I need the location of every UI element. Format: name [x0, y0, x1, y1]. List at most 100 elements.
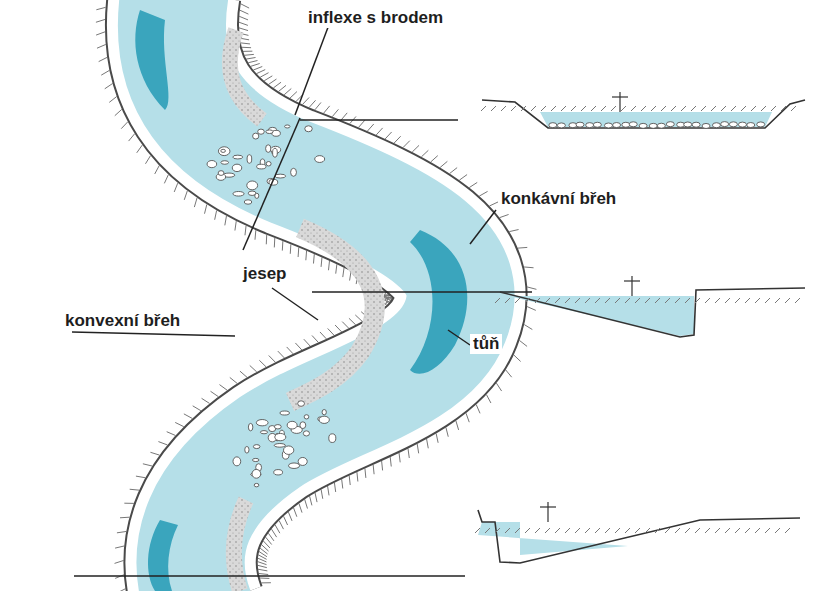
bank-hatch: [115, 546, 124, 548]
bank-hatch: [241, 43, 250, 44]
bank-hatch: [96, 7, 105, 9]
bank-hatch: [321, 257, 323, 266]
ground-hatch: [715, 298, 720, 303]
bank-hatch: [342, 479, 343, 488]
bank-hatch: [136, 476, 145, 478]
gravel-stone: [218, 147, 230, 156]
bank-hatch: [230, 377, 237, 383]
bank-hatch: [145, 156, 150, 164]
ground-hatch: [685, 528, 690, 533]
gravel-stone: [287, 421, 297, 429]
gravel-stone: [245, 446, 249, 453]
bank-hatch: [305, 251, 307, 260]
gravel-stone: [254, 483, 259, 486]
gravel-stone: [280, 411, 289, 415]
bank-hatch: [150, 452, 159, 455]
gravel-stone: [233, 457, 241, 466]
gravel-stone: [252, 458, 259, 461]
gravel-stone: [247, 181, 258, 190]
bank-hatch: [456, 421, 459, 430]
bank-hatch: [359, 120, 365, 127]
bank-hatch: [279, 521, 283, 529]
bank-hatch: [117, 589, 125, 591]
bed-stone: [721, 122, 729, 127]
bank-hatch: [268, 533, 274, 541]
ground-hatch: [551, 106, 556, 111]
ground-hatch: [541, 106, 546, 111]
gravel-stone: [300, 422, 306, 429]
bank-hatch: [96, 19, 105, 22]
ground-hatch: [675, 298, 680, 303]
bank-hatch: [117, 531, 126, 532]
ground-hatch: [755, 298, 760, 303]
bank-hatch: [446, 428, 448, 437]
bank-hatch: [164, 175, 168, 184]
ground-hatch: [795, 298, 800, 303]
bank-hatch: [174, 183, 178, 192]
gravel-stone: [221, 149, 226, 152]
ground-hatch: [771, 106, 776, 111]
ground-hatch: [745, 528, 750, 533]
ground-hatch: [545, 298, 550, 303]
ground-hatch: [615, 528, 620, 533]
ground-hatch: [731, 106, 736, 111]
ground-hatch: [531, 106, 536, 111]
ground-hatch: [581, 106, 586, 111]
ground-hatch: [621, 106, 626, 111]
bank-hatch: [342, 322, 349, 329]
bank-hatch: [240, 371, 247, 377]
bank-hatch: [459, 175, 467, 181]
bank-hatch: [260, 578, 269, 579]
bank-hatch: [514, 355, 521, 362]
bank-hatch: [440, 161, 447, 167]
ground-hatch: [741, 106, 746, 111]
bank-hatch: [408, 449, 409, 458]
bank-hatch: [355, 315, 362, 321]
ground-hatch: [655, 298, 660, 303]
bank-hatch: [266, 235, 267, 244]
bank-hatch: [332, 109, 338, 116]
gravel-stone: [315, 156, 325, 163]
ground-hatch: [561, 106, 566, 111]
gravel-stone: [233, 191, 244, 196]
gravel-stone: [257, 164, 266, 169]
bank-hatch: [246, 57, 255, 59]
bank-hatch: [184, 414, 192, 419]
bank-hatch: [184, 191, 187, 200]
gravel-stone: [233, 155, 243, 159]
ground-hatch: [591, 106, 596, 111]
ground-hatch: [565, 528, 570, 533]
bank-hatch: [295, 343, 301, 350]
gravel-stone: [266, 162, 271, 166]
gravel-stone: [274, 444, 285, 448]
bank-hatch: [341, 113, 347, 120]
bed-stone: [586, 123, 594, 128]
bank-hatch: [97, 44, 106, 48]
ground-hatch: [625, 528, 630, 533]
ground-hatch: [625, 298, 630, 303]
bank-hatch: [253, 67, 262, 70]
bank-hatch: [120, 517, 129, 519]
bed-stone: [604, 123, 612, 128]
bank-hatch: [356, 472, 358, 481]
ground-hatch: [615, 298, 620, 303]
bed-stone: [657, 123, 665, 128]
pool-label: tůň: [470, 334, 502, 354]
gravel-stone: [218, 171, 224, 176]
ground-hatch: [651, 106, 656, 111]
gravel-stone: [329, 434, 336, 443]
bank-hatch: [235, 221, 236, 230]
bed-stone: [757, 122, 765, 127]
bank-hatch: [101, 70, 109, 75]
bank-hatch: [259, 360, 266, 367]
bank-hatch: [99, 57, 107, 61]
ground-hatch: [515, 298, 520, 303]
bank-hatch: [194, 198, 197, 207]
bank-hatch: [403, 141, 410, 148]
bank-hatch: [260, 73, 268, 77]
gravel-stone: [273, 148, 278, 157]
bed-stone: [549, 123, 557, 128]
bank-hatch: [309, 100, 315, 107]
bank-hatch: [284, 516, 288, 525]
